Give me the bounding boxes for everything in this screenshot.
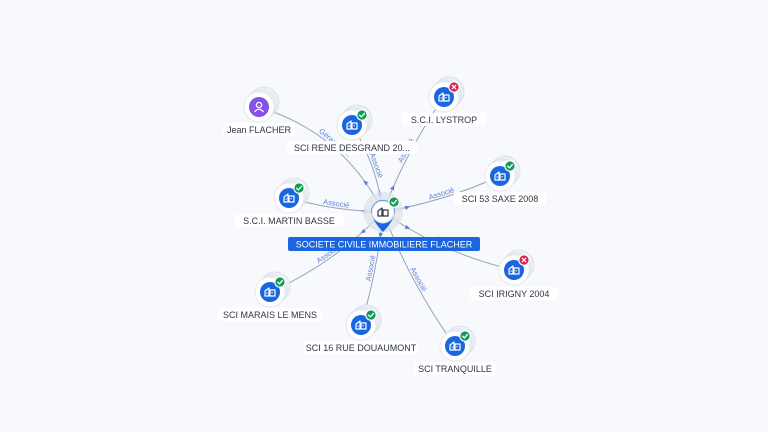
node-tranquille[interactable]: SCI TRANQUILLE <box>413 325 497 375</box>
node-label: SCI TRANQUILLE <box>418 364 492 374</box>
node-marais[interactable]: SCI MARAIS LE MENS <box>218 271 322 321</box>
edge-label-saxe: Associé <box>427 185 455 201</box>
node-label-bg <box>287 141 417 154</box>
node-martin[interactable]: S.C.I. MARTIN BASSE <box>234 177 344 227</box>
node-label-bg <box>453 192 547 205</box>
check-badge-icon <box>459 330 471 342</box>
building-icon <box>264 287 276 297</box>
building-icon <box>283 193 295 203</box>
node-label-bg <box>470 287 558 300</box>
node-label: SCI 16 RUE DOUAUMONT <box>306 343 417 353</box>
node-label-bg <box>402 113 486 126</box>
edge-arrow-irigny <box>404 224 411 229</box>
node-label: S.C.I. MARTIN BASSE <box>243 216 335 226</box>
center-label-bg <box>288 237 480 251</box>
building-icon <box>377 207 389 217</box>
check-badge-icon <box>388 196 400 208</box>
node-label: Jean FLACHER <box>227 125 292 135</box>
edge-arrow-jean <box>363 180 369 186</box>
building-icon <box>355 320 367 330</box>
building-icon <box>508 265 520 275</box>
building-icon <box>494 171 506 181</box>
node-label-bg <box>413 362 497 375</box>
edge-label-martin: Associé <box>323 197 350 210</box>
node-label-bg <box>223 123 295 136</box>
node-label-bg <box>304 341 418 354</box>
building-icon <box>438 92 450 102</box>
building-icon <box>449 341 461 351</box>
check-badge-icon <box>274 276 286 288</box>
edge-arrow-douaumont <box>378 232 384 238</box>
check-badge-icon <box>365 309 377 321</box>
node-label-bg <box>218 308 322 321</box>
edge-label-rene: Associé <box>368 151 385 179</box>
node-douaumont[interactable]: SCI 16 RUE DOUAUMONT <box>304 304 418 354</box>
node-label-bg <box>234 214 344 227</box>
node-label: S.C.I. LYSTROP <box>411 115 477 125</box>
edge-arrow-saxe <box>404 205 411 210</box>
error-badge-icon <box>448 81 460 93</box>
building-icon <box>346 120 358 130</box>
edge-arrow-lystrop <box>390 185 395 191</box>
node-saxe[interactable]: SCI 53 SAXE 2008 <box>453 155 547 205</box>
check-badge-icon <box>293 182 305 194</box>
center-node[interactable]: SOCIETE CIVILE IMMOBILIERE FLACHER <box>288 192 480 251</box>
check-badge-icon <box>504 160 516 172</box>
check-badge-icon <box>356 109 368 121</box>
node-irigny[interactable]: SCI IRIGNY 2004 <box>470 249 558 300</box>
error-badge-icon <box>518 254 530 266</box>
node-label: SCI MARAIS LE MENS <box>223 310 317 320</box>
node-jean[interactable]: Jean FLACHER <box>223 86 295 136</box>
node-lystrop[interactable]: S.C.I. LYSTROP <box>402 76 486 126</box>
person-icon <box>253 101 265 113</box>
edge-arrow-marais <box>360 228 366 234</box>
node-label: SCI IRIGNY 2004 <box>479 289 550 299</box>
node-label: SCI RENE DESGRAND 20... <box>294 143 410 153</box>
center-label: SOCIETE CIVILE IMMOBILIERE FLACHER <box>296 240 473 250</box>
node-label: SCI 53 SAXE 2008 <box>462 194 539 204</box>
node-rene[interactable]: SCI RENE DESGRAND 20... <box>287 104 417 154</box>
